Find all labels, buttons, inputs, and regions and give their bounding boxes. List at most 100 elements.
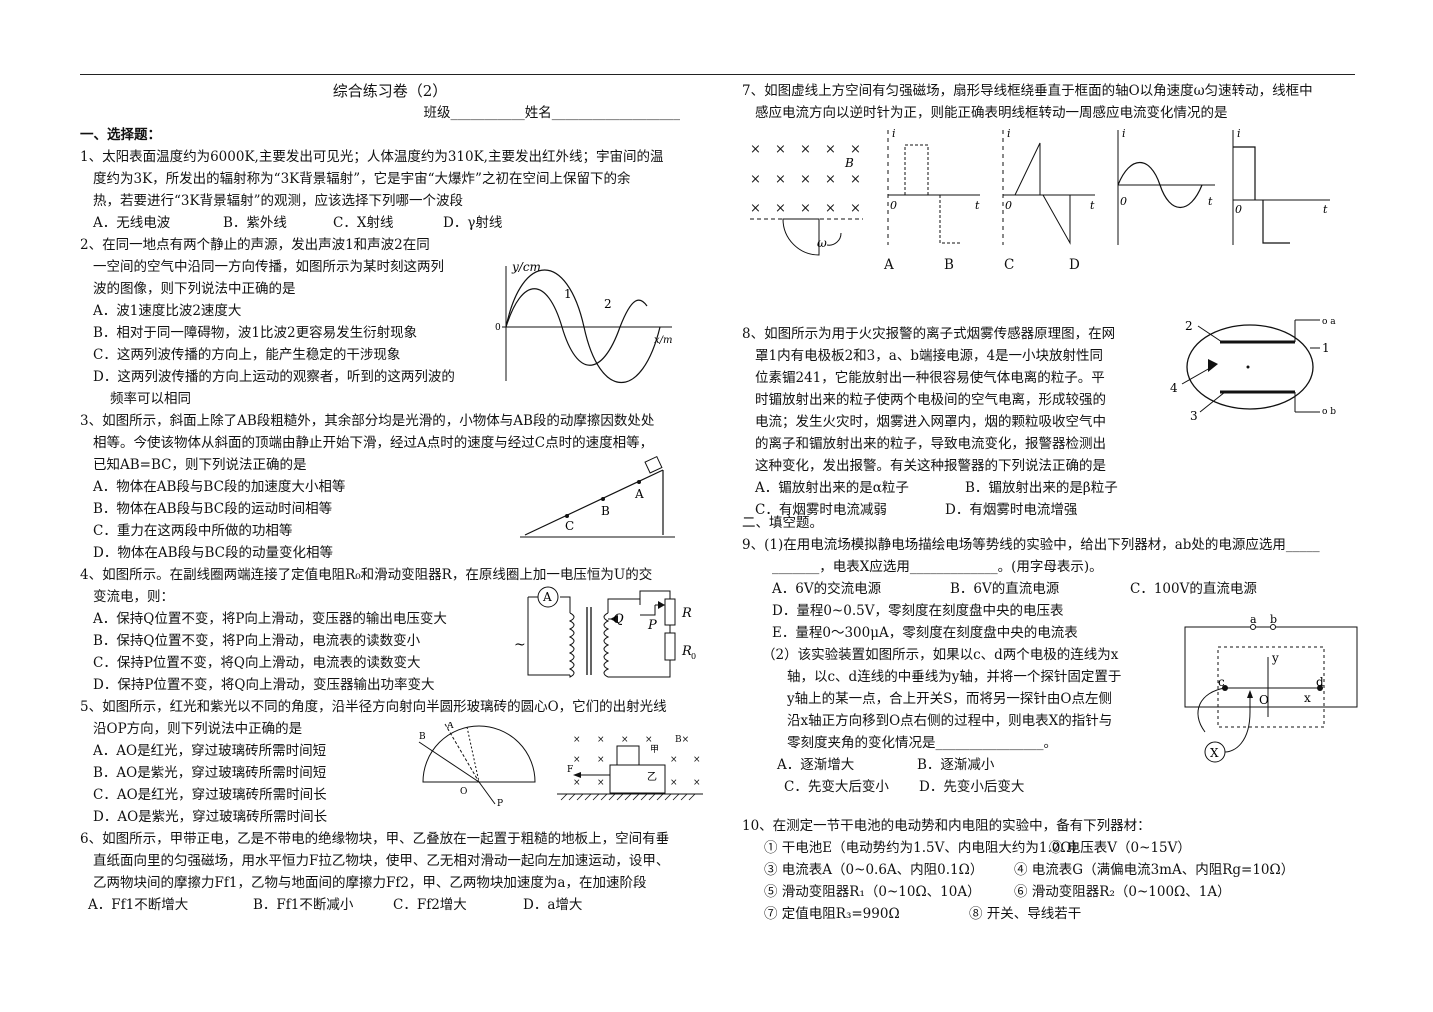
left-column: 综合练习卷（2） 班级___________姓名________________… xyxy=(80,80,700,916)
q4-option[interactable]: B．保持Q位置不变，将P向上滑动，电流表的读数变小 xyxy=(93,633,421,649)
q2-line: 一空间的空气中沿同一方向传播，如图所示为某时刻这两列 xyxy=(93,259,444,275)
q7-label[interactable]: D xyxy=(1069,257,1080,273)
q3-option[interactable]: D．物体在AB段与BC段的动量变化相等 xyxy=(93,545,333,561)
q9-option2[interactable]: A．逐渐增大 xyxy=(777,757,855,773)
q3-option[interactable]: A．物体在AB段与BC段的加速度大小相等 xyxy=(93,479,346,495)
q6-option[interactable]: B．Ff1不断减小 xyxy=(253,897,354,913)
svg-text:×: × xyxy=(693,778,701,788)
q7-graph-a: i 0 t xyxy=(887,127,980,245)
q9-option[interactable]: D．量程0~0.5V，零刻度在刻度盘中央的电压表 xyxy=(772,603,1064,619)
q6-line: 6、如图所示，甲带正电，乙是不带电的绝缘物块，甲、乙叠放在一起置于粗糙的地板上，… xyxy=(80,831,670,847)
svg-text:×: × xyxy=(597,735,605,745)
q6-field-label: B× xyxy=(675,735,689,745)
q9-option[interactable]: C．100V的直流电源 xyxy=(1130,581,1257,597)
q2-option[interactable]: A．波1速度比波2速度大 xyxy=(93,303,242,319)
q4-option[interactable]: A．保持Q位置不变，将P向上滑动，变压器的输出电压变大 xyxy=(93,611,447,627)
q8-line: 时镅放射出来的粒子使两个电极间的空气电离，形成较强的 xyxy=(755,392,1106,408)
q8-option[interactable]: B．镅放射出来的是β粒子 xyxy=(965,480,1118,496)
class-name-line: 班级___________姓名___________________ xyxy=(423,105,681,121)
q4-option[interactable]: C．保持P位置不变，将Q向上滑动，电流表的读数变大 xyxy=(93,655,421,671)
question-2: 2、在同一地点有两个静止的声源，发出声波1和声波2在同 一空间的空气中沿同一方向… xyxy=(80,234,700,410)
q9-option[interactable]: E．量程0～300μA，零刻度在刻度盘中央的电流表 xyxy=(772,625,1078,641)
svg-text:×: × xyxy=(573,755,581,765)
q6-f-label: F xyxy=(567,765,573,775)
q7-d-tlabel: t xyxy=(1323,203,1328,216)
q7-c-ilabel: i xyxy=(1122,127,1126,140)
q2-option[interactable]: C．这两列波传播的方向上，能产生稳定的干涉现象 xyxy=(93,347,401,363)
q7-b-origin: 0 xyxy=(1005,199,1012,212)
q7-label[interactable]: C xyxy=(1004,257,1015,273)
q3-option[interactable]: C．重力在这两段中所做的功相等 xyxy=(93,523,293,539)
svg-text:×: × xyxy=(621,735,629,745)
svg-text:×: × xyxy=(573,735,581,745)
q6-option[interactable]: C．Ff2增大 xyxy=(393,897,467,913)
q8-line: 的离子和镅放射出来的粒子，导致电流变化，报警器检测出 xyxy=(755,436,1106,452)
q7-omega-label: ω xyxy=(817,236,827,250)
q10-line: 10、在测定一节干电池的电动势和内电阻的实验中，备有下列器材： xyxy=(742,818,1151,834)
q7-label[interactable]: A xyxy=(884,257,894,273)
question-4: 4、如图所示。在副线圈两端连接了定值电阻R₀和滑动变阻器R，在原线圈上加一电压恒… xyxy=(80,564,700,696)
q7-b-ilabel: i xyxy=(1007,127,1011,140)
q9-option2[interactable]: B．逐渐减小 xyxy=(917,757,995,773)
svg-text:×: × xyxy=(693,755,701,765)
q8-option[interactable]: D．有烟雾时电流增强 xyxy=(945,502,1078,518)
q5-option[interactable]: D．AO是紫光，穿过玻璃砖所需时间长 xyxy=(93,809,328,825)
q9-options2: C．先变大后变小 D．先变小后变大 xyxy=(742,776,1357,798)
q9-option2[interactable]: D．先变小后变大 xyxy=(919,779,1025,795)
q8-option[interactable]: C．有烟雾时电流减弱 xyxy=(755,502,887,518)
q6-line: 直纸面向里的匀强磁场，用水平恒力F拉乙物块，使甲、乙无相对滑动一起向左加速运动，… xyxy=(93,853,670,869)
q7-line: 7、如图虚线上方空间有匀强磁场，扇形导线框绕垂直于框面的轴O以角速度ω匀速转动，… xyxy=(742,83,1313,99)
q6-jia-label: 甲 xyxy=(650,744,659,755)
q4-ammeter-label: A xyxy=(542,590,552,604)
q9-y: y xyxy=(1271,651,1279,665)
q1-option[interactable]: A．无线电波 xyxy=(93,215,171,231)
q7-label[interactable]: B xyxy=(944,257,954,273)
q6-blocks-figure: ×××× B× ×××× ×××× 甲 乙 F xyxy=(557,735,703,801)
q5-option[interactable]: B．AO是紫光，穿过玻璃砖所需时间短 xyxy=(93,765,327,781)
q7-graph-d: i 0 t xyxy=(1232,127,1330,245)
q9-line: 9、(1)在用电流场模拟静电场描绘电场等势线的实验中，给出下列器材，ab处的电源… xyxy=(742,537,1320,553)
q9-option2[interactable]: C．先变大后变小 xyxy=(784,779,889,795)
q5-o-label: O xyxy=(460,787,467,797)
q5-option[interactable]: C．AO是红光，穿过玻璃砖所需时间长 xyxy=(93,787,327,803)
q4-line: 变流电，则： xyxy=(93,589,174,605)
q8-option[interactable]: A．镅放射出来的是α粒子 xyxy=(755,480,909,496)
q9-option[interactable]: A．6V的交流电源 xyxy=(772,581,882,597)
q3-line: 相等。今使该物体从斜面的顶端由静止开始下滑，经过A点时的速度与经过C点时的速度相… xyxy=(93,435,654,451)
q1-option[interactable]: D．γ射线 xyxy=(443,215,503,231)
q2-xlabel: x/m xyxy=(654,335,673,346)
q9-a: a xyxy=(1250,613,1257,626)
q7-a-tlabel: t xyxy=(975,199,980,212)
q8-n1: 1 xyxy=(1322,341,1330,355)
q1-option[interactable]: B．紫外线 xyxy=(223,215,287,231)
q10-item: ④ 电流表G（满偏电流3mA、内阻Rg=10Ω） xyxy=(1014,862,1295,878)
q1-option[interactable]: C．X射线 xyxy=(333,215,394,231)
q9-options2: A．逐渐增大 B．逐渐减小 xyxy=(742,754,1357,776)
q2-option[interactable]: D．这两列波传播的方向上运动的观察者，听到的这两列波的 xyxy=(93,369,455,385)
q5-b-label: B xyxy=(419,732,426,742)
q5-option[interactable]: A．AO是红光，穿过玻璃砖所需时间短 xyxy=(93,743,327,759)
q9-d: d xyxy=(1316,675,1324,689)
q5-p-label: P xyxy=(497,799,503,807)
q2-option[interactable]: B．相对于同一障碍物，波1比波2更容易发生衍射现象 xyxy=(93,325,418,341)
svg-text:×: × xyxy=(825,201,836,216)
q3-option[interactable]: B．物体在AB段与BC段的运动时间相等 xyxy=(93,501,333,517)
section-1-heading: 一、选择题： xyxy=(80,127,161,143)
svg-text:×: × xyxy=(850,142,861,157)
q4-option[interactable]: D．保持P位置不变，将Q向上滑动，变压器输出功率变大 xyxy=(93,677,435,693)
q10-item: ⑧ 开关、导线若干 xyxy=(969,906,1082,922)
q9-b: b xyxy=(1270,613,1277,626)
q6-option[interactable]: A．Ff1不断增大 xyxy=(88,897,189,913)
q6-line: 乙两物块间的摩擦力Ff1，乙物与地面间的摩擦力Ff2，甲、乙两物块加速度为a，在… xyxy=(93,875,647,891)
q7-b-label: B xyxy=(844,156,854,170)
right-column: 7、如图虚线上方空间有匀强磁场，扇形导线框绕垂直于框面的轴O以角速度ω匀速转动，… xyxy=(742,80,1357,124)
q9-part2-line: y轴上的某一点，合上开关S，而将另一探针由O点左侧 xyxy=(787,691,1112,707)
q6-option[interactable]: D．a增大 xyxy=(523,897,583,913)
q7-b-tlabel: t xyxy=(1090,199,1095,212)
q10-item-row: ⑤ 滑动变阻器R₁（0~10Ω、10A）⑥ 滑动变阻器R₂（0~100Ω、1A） xyxy=(742,881,1357,903)
q9-option[interactable]: B．6V的直流电源 xyxy=(950,581,1060,597)
svg-text:×: × xyxy=(825,142,836,157)
q8-n3: 3 xyxy=(1190,409,1198,422)
q3-point-a: A xyxy=(634,487,644,501)
q2-wave-figure: y/cm x/m 0 1 2 xyxy=(495,260,673,384)
